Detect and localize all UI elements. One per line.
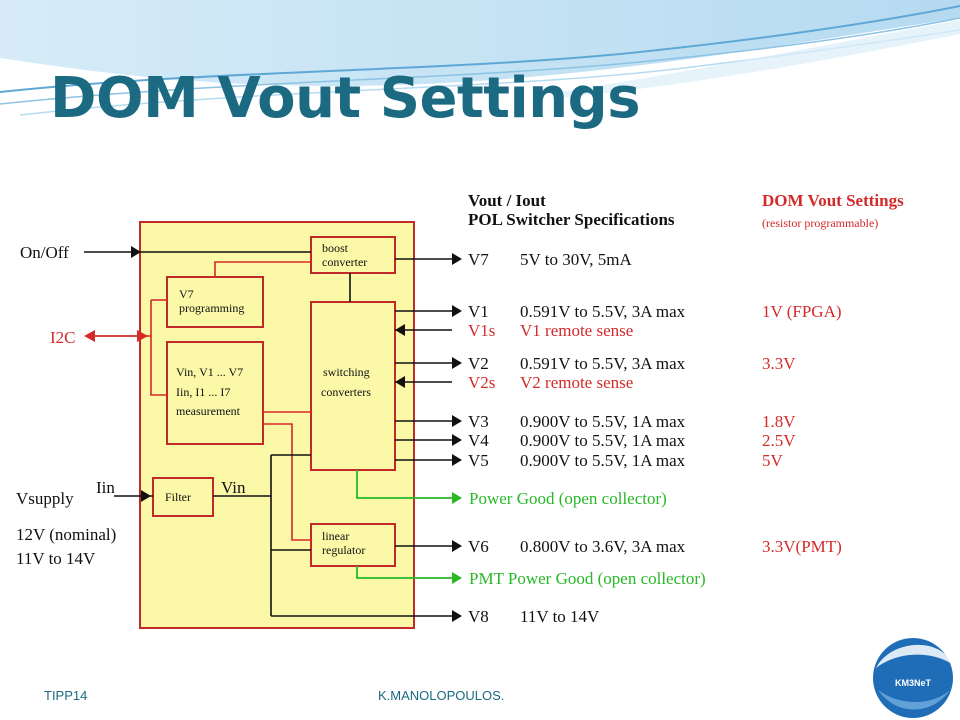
output-spec: 5V to 30V, 5mA	[520, 250, 633, 269]
output-spec: 0.900V to 5.5V, 1A max	[520, 431, 686, 450]
output-arrow	[452, 540, 462, 552]
filter-block	[152, 477, 214, 517]
output-spec: 0.591V to 5.5V, 3A max	[520, 302, 686, 321]
output-arrow	[452, 434, 462, 446]
slide-title: DOM Vout Settings	[50, 66, 641, 131]
footer-author: K.MANOLOPOULOS.	[378, 688, 505, 703]
switching-converters-block	[310, 301, 396, 471]
boost-label-2: converter	[322, 255, 367, 269]
internal-wiring	[213, 273, 351, 616]
spec-header-1: Vout / Iout	[468, 191, 546, 210]
settings-header-1: DOM Vout Settings	[762, 191, 904, 210]
output-label: V8	[468, 607, 489, 626]
footer-conference: TIPP14	[44, 688, 88, 703]
km3net-logo: KM3NeT	[873, 638, 953, 718]
logo-text: KM3NeT	[895, 678, 932, 688]
output-label: V4	[468, 431, 489, 450]
output-label: V2s	[468, 373, 495, 392]
v7prog-label-2: programming	[179, 301, 244, 315]
boost-converter-block	[310, 236, 396, 274]
output-label: V6	[468, 537, 489, 556]
output-spec: 0.900V to 5.5V, 1A max	[520, 451, 686, 470]
output-setting: 5V	[762, 451, 784, 470]
output-spec: 11V to 14V	[520, 607, 600, 626]
v7prog-label-1: V7	[179, 287, 194, 301]
output-spec: 0.800V to 3.6V, 3A max	[520, 537, 686, 556]
output-label: V1s	[468, 321, 495, 340]
output-label: V2	[468, 354, 489, 373]
settings-header-2: (resistor programmable)	[762, 216, 878, 230]
output-setting: 1.8V	[762, 412, 796, 431]
vsupply-label: Vsupply	[16, 489, 74, 508]
linear-label-2: regulator	[322, 543, 365, 557]
output-spec: 0.591V to 5.5V, 3A max	[520, 354, 686, 373]
vsupply-nominal: 12V (nominal)	[16, 525, 116, 544]
linear-regulator-block	[310, 523, 396, 567]
output-spec: 0.900V to 5.5V, 1A max	[520, 412, 686, 431]
pmt-power-good-label: PMT Power Good (open collector)	[469, 569, 706, 588]
switching-label-1: switching	[323, 365, 370, 379]
output-setting: 1V (FPGA)	[762, 302, 842, 321]
sense-arrow	[395, 324, 405, 336]
i2c-label: I2C	[50, 328, 76, 347]
meas-label-2: Iin, I1 ... I7	[176, 385, 230, 399]
switching-label-2: converters	[321, 385, 371, 399]
output-label: V5	[468, 451, 489, 470]
vsupply-arrow	[141, 490, 151, 502]
power-good-label: Power Good (open collector)	[469, 489, 667, 508]
output-spec: V1 remote sense	[520, 321, 633, 340]
linear-label-1: linear	[322, 529, 349, 543]
pmt-power-good-arrow	[452, 572, 462, 584]
output-label: V3	[468, 412, 489, 431]
measurement-block	[166, 341, 264, 445]
output-setting: 3.3V(PMT)	[762, 537, 842, 556]
output-arrow	[452, 415, 462, 427]
output-setting: 2.5V	[762, 431, 796, 450]
output-label: V7	[468, 250, 489, 269]
v7-programming-block	[166, 276, 264, 328]
power-good-arrow	[452, 492, 462, 504]
i2c-arrow-left	[84, 330, 95, 342]
i2c-arrow-right	[137, 330, 148, 342]
meas-label-1: Vin, V1 ... V7	[176, 365, 243, 379]
output-arrow	[452, 253, 462, 265]
power-good-lines	[356, 470, 452, 579]
spec-header-2: POL Switcher Specifications	[468, 210, 675, 229]
output-setting: 3.3V	[762, 354, 796, 373]
output-arrow	[452, 357, 462, 369]
output-arrow	[452, 610, 462, 622]
output-arrow	[452, 305, 462, 317]
on-off-arrow	[131, 246, 141, 258]
vin-label: Vin	[221, 478, 246, 497]
vsupply-range: 11V to 14V	[16, 549, 96, 568]
output-arrow	[452, 454, 462, 466]
iin-label: Iin	[96, 478, 115, 497]
output-spec: V2 remote sense	[520, 373, 633, 392]
output-lines	[271, 253, 462, 622]
output-label: V1	[468, 302, 489, 321]
output-rows: V7 5V to 30V, 5mA V1 0.591V to 5.5V, 3A max…	[468, 250, 842, 626]
meas-label-3: measurement	[176, 404, 241, 418]
sense-arrow	[395, 376, 405, 388]
internal-bus-lines	[140, 261, 311, 541]
filter-label: Filter	[165, 490, 191, 504]
boost-label-1: boost	[322, 241, 349, 255]
on-off-label: On/Off	[20, 243, 69, 262]
